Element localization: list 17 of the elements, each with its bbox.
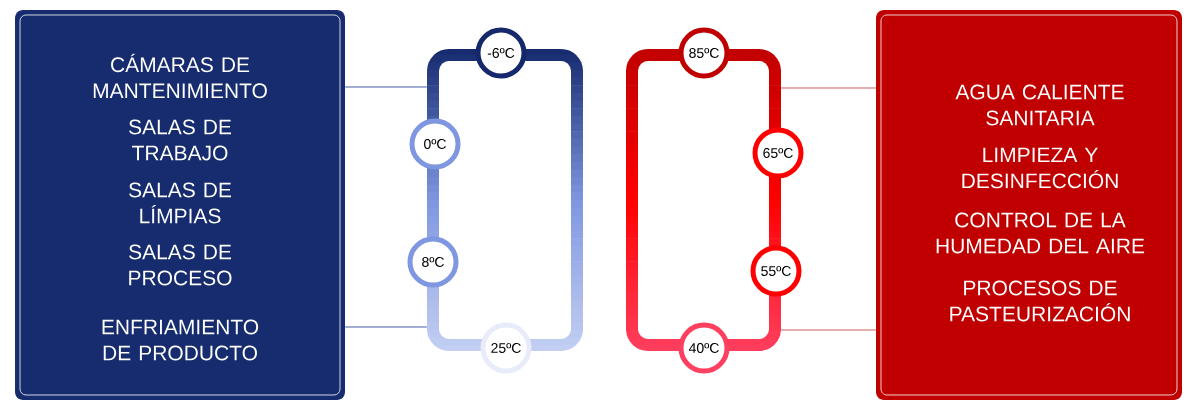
connector-line: [344, 326, 428, 328]
node-label: 40ºC: [688, 343, 719, 353]
item-text: LIMPIEZA Y DESINFECCIÓN: [962, 147, 1118, 189]
connector-line: [780, 329, 877, 331]
connector-line: [344, 86, 428, 88]
node-label: 25ºC: [491, 343, 521, 353]
category-panel: [876, 10, 1182, 400]
item-text: SALAS DE TRABAJO: [129, 119, 232, 161]
item-text: AGUA CALIENTE SANITARIA: [955, 84, 1124, 126]
item-text: ENFRIAMIENTO DE PRODUCTO: [102, 319, 259, 361]
item-text: CÁMARAS DE MANTENIMIENTO: [93, 53, 267, 99]
category-panel: [15, 10, 345, 400]
item-text: SALAS DE PROCESO: [129, 244, 232, 286]
item-text: SALAS DE LÍMPIAS: [129, 182, 232, 224]
item-text: CONTROL DE LA HUMEDAD DEL AIRE: [936, 212, 1145, 254]
item-text: PROCESOS DE PASTEURIZACIÓN: [950, 280, 1130, 322]
connector-line: [780, 87, 877, 89]
